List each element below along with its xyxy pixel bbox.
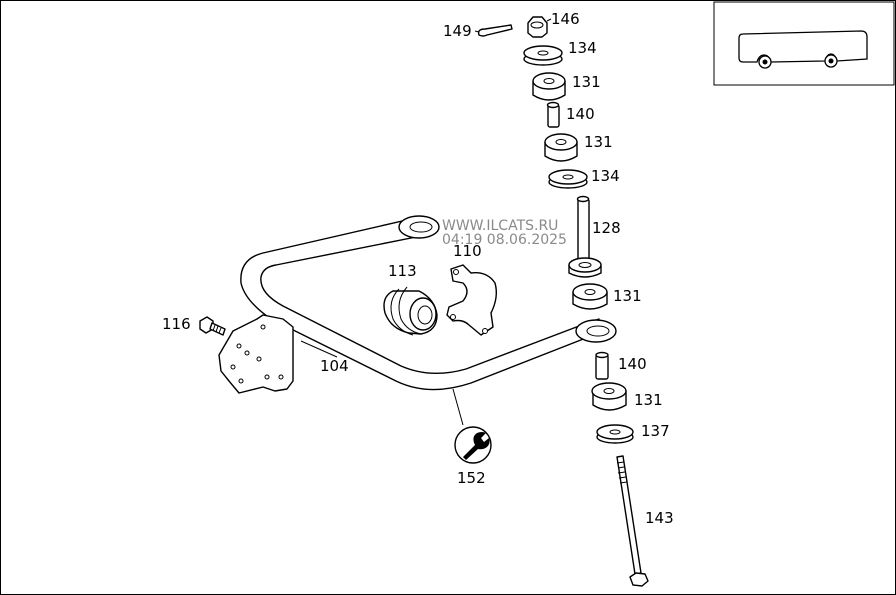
label-128[interactable]: 128 [592, 219, 621, 237]
label-116[interactable]: 116 [162, 315, 191, 333]
label-131-c[interactable]: 131 [613, 287, 642, 305]
vehicle-thumbnail[interactable] [713, 1, 895, 86]
washer-134-upper[interactable] [523, 45, 563, 66]
spacer-sleeve-140-upper[interactable] [546, 101, 560, 128]
washer-137[interactable] [596, 424, 634, 444]
stabilizer-bar-104[interactable] [240, 215, 617, 391]
label-140-upper[interactable]: 140 [566, 105, 595, 123]
part-labels: 149 146 134 131 140 131 134 128 110 113 … [162, 10, 674, 527]
rubber-bushing-131-d[interactable] [591, 382, 627, 411]
rubber-bearing-113[interactable] [383, 286, 438, 336]
bolt-116[interactable] [199, 316, 226, 336]
label-143[interactable]: 143 [645, 509, 674, 527]
label-131-b[interactable]: 131 [584, 133, 613, 151]
label-137[interactable]: 137 [641, 422, 670, 440]
watermark-timestamp: 04:19 08.06.2025 [442, 232, 567, 248]
link-bolt-128[interactable] [568, 195, 602, 278]
spacer-sleeve-140-lower[interactable] [595, 351, 609, 380]
label-140-lower[interactable]: 140 [618, 355, 647, 373]
washer-134-lower[interactable] [548, 169, 588, 189]
label-149[interactable]: 149 [443, 22, 472, 40]
watermark: WWW.ILCATS.RU 04:19 08.06.2025 [442, 218, 567, 248]
bearing-clamp-110[interactable] [446, 264, 498, 336]
leader-lines [300, 18, 552, 358]
label-131-d[interactable]: 131 [634, 391, 663, 409]
label-152[interactable]: 152 [457, 469, 486, 487]
label-110[interactable]: 110 [453, 242, 482, 260]
rubber-bushing-131-c[interactable] [572, 283, 608, 310]
rubber-bushing-131-a[interactable] [532, 72, 566, 101]
label-131-a[interactable]: 131 [572, 73, 601, 91]
mounting-bracket[interactable] [218, 314, 294, 394]
label-134-upper[interactable]: 134 [568, 39, 597, 57]
cotter-pin-149[interactable] [477, 24, 513, 37]
rubber-bushing-131-b[interactable] [544, 133, 578, 162]
long-bolt-143[interactable] [616, 455, 649, 587]
bus-icon [738, 30, 868, 69]
label-104[interactable]: 104 [320, 357, 349, 375]
label-146[interactable]: 146 [551, 10, 580, 28]
wrench-icon [463, 432, 490, 460]
label-134-lower[interactable]: 134 [591, 167, 620, 185]
watermark-site: WWW.ILCATS.RU [442, 218, 558, 234]
label-113[interactable]: 113 [388, 262, 417, 280]
tightening-torque-symbol[interactable] [452, 388, 492, 464]
castle-nut-146[interactable] [527, 16, 548, 38]
